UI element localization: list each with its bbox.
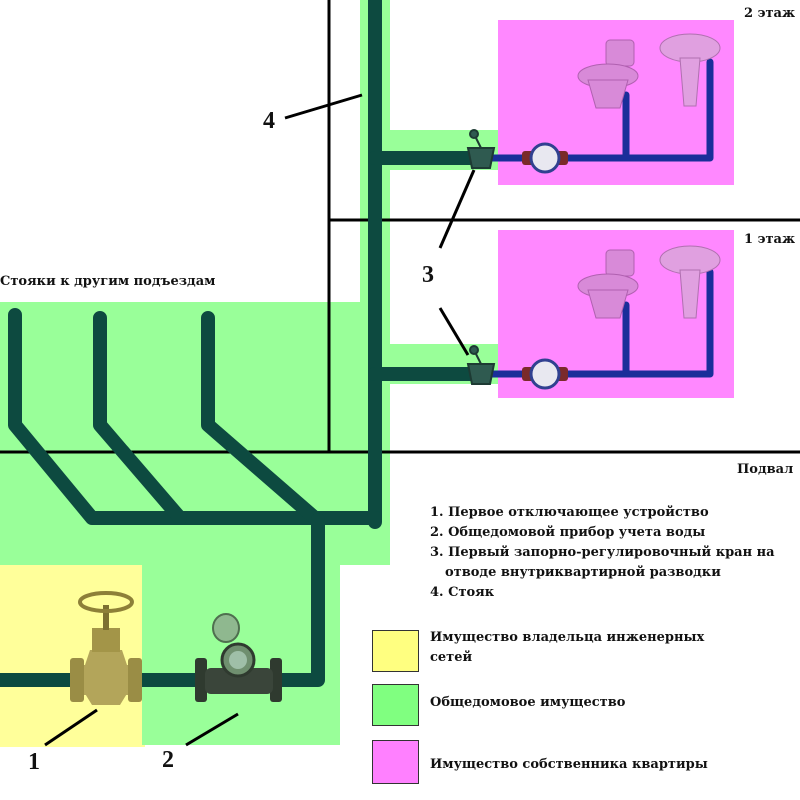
legend-label-owner-2: сетей — [430, 650, 473, 665]
number-4: 4 — [263, 108, 275, 134]
basement-label: Подвал — [737, 462, 794, 477]
number-3: 3 — [422, 262, 434, 288]
building-walls — [0, 0, 800, 454]
water-meter-icon — [195, 613, 282, 702]
sink-icon — [659, 33, 721, 319]
floor-1-label: 1 этаж — [744, 232, 796, 247]
list-item: 3. Первый запорно-регулировочный кран на — [430, 545, 775, 560]
list-item: 1. Первое отключающее устройство — [430, 505, 709, 520]
legend-label-apartment: Имущество собственника квартиры — [430, 757, 708, 772]
number-1: 1 — [28, 749, 40, 775]
list-item: 2. Общедомовой прибор учета воды — [430, 525, 706, 540]
legend-label-owner: Имущество владельца инженерных — [430, 630, 705, 645]
list-item: отводе внутриквартирной разводки — [445, 565, 721, 580]
green-zone-basement — [0, 302, 390, 565]
ball-valve-icon — [466, 129, 496, 385]
apartment-meter-icon — [522, 142, 568, 390]
legend-swatch-owner — [372, 630, 419, 672]
number-2: 2 — [162, 747, 174, 773]
toilet-icon — [577, 39, 639, 319]
main-pipes — [0, 0, 485, 687]
gate-valve-icon — [70, 591, 142, 705]
legend-swatch-common — [372, 684, 419, 726]
floor-2-label: 2 этаж — [744, 6, 796, 21]
risers-caption: Стояки к другим подъездам — [0, 274, 216, 289]
legend-label-common: Общедомовое имущество — [430, 695, 626, 710]
legend-swatch-apartment — [372, 740, 419, 784]
list-item: 4. Стояк — [430, 585, 495, 600]
leader-lines — [44, 93, 476, 747]
